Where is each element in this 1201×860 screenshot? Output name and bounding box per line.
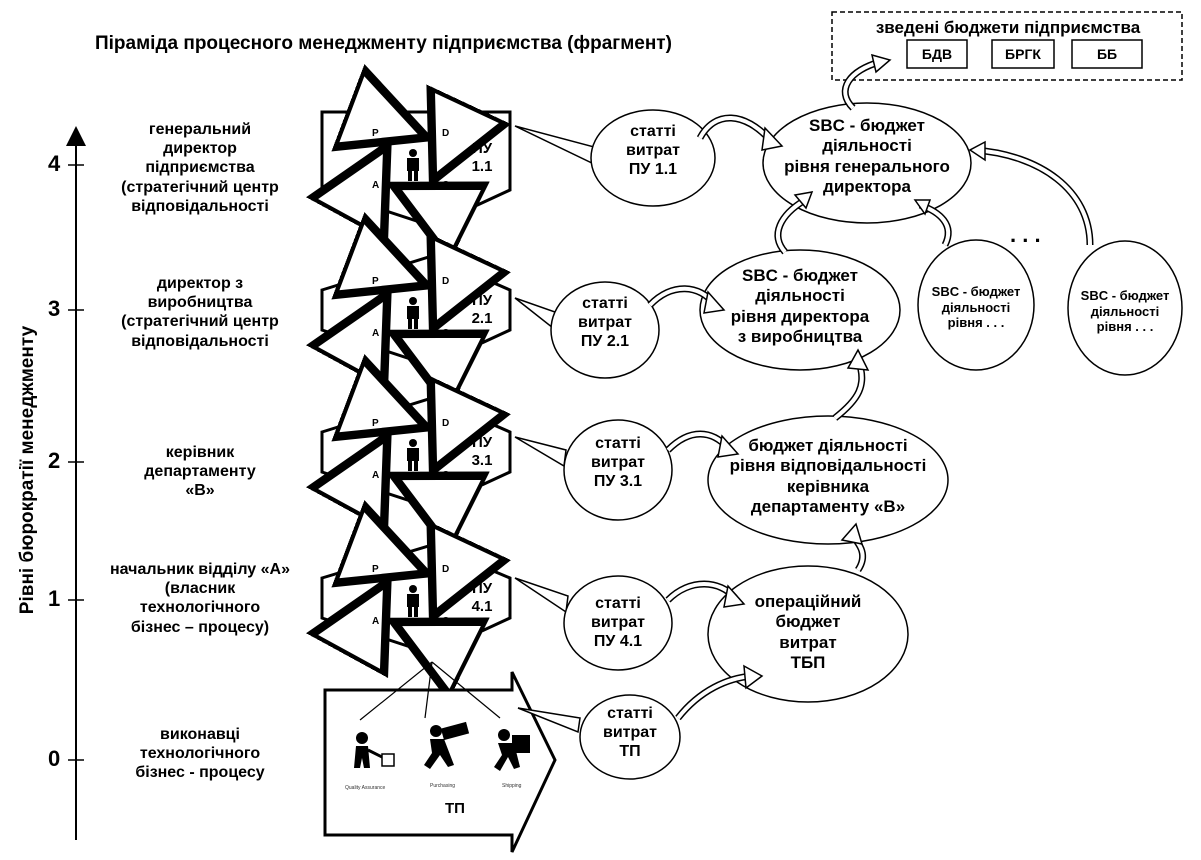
diagram-title: Піраміда процесного менеджменту підприєм… bbox=[95, 33, 672, 54]
tp-process-arrow bbox=[323, 661, 557, 853]
callout-wedges bbox=[514, 125, 599, 734]
axis-tick-2: 2 bbox=[48, 448, 61, 473]
budget-bb: ББ bbox=[1096, 46, 1118, 62]
pdca-cycle-icon bbox=[381, 423, 439, 482]
pdca-cycle-icon bbox=[381, 569, 439, 628]
budget-bdv: БДВ bbox=[921, 46, 953, 62]
axis-label: Рівні бюрократії менеджменту bbox=[17, 325, 38, 615]
axis-tick-3: 3 bbox=[48, 296, 61, 321]
axis-tick-0: 0 bbox=[48, 746, 61, 771]
budget-ovals bbox=[699, 102, 1183, 703]
worker-caption: Purchasing bbox=[430, 783, 456, 789]
tp-label: ТП bbox=[445, 800, 465, 817]
axis-tick-1: 1 bbox=[48, 586, 61, 611]
consolidated-budgets-title: зведені бюджети підприємства bbox=[875, 18, 1141, 37]
cost-item-ovals bbox=[550, 109, 716, 780]
pdca-cycle-icon bbox=[381, 281, 439, 340]
level-1-description: начальник відділу «А»(власник технологіч… bbox=[110, 561, 290, 636]
worker-icon bbox=[424, 721, 470, 769]
flow-arrowheads bbox=[703, 53, 986, 690]
worker-icon bbox=[494, 729, 530, 771]
budget-brgk: БРГК bbox=[1005, 46, 1041, 62]
ellipsis-more-levels: . . . bbox=[1010, 222, 1041, 247]
pdca-cycle-icon bbox=[381, 133, 439, 192]
consolidated-budgets-box bbox=[831, 11, 1183, 81]
y-axis bbox=[66, 126, 86, 840]
worker-caption: Quality Assurance bbox=[345, 785, 386, 791]
worker-caption: Shipping bbox=[502, 783, 522, 789]
worker-icon bbox=[354, 732, 395, 768]
axis-tick-4: 4 bbox=[48, 151, 61, 176]
